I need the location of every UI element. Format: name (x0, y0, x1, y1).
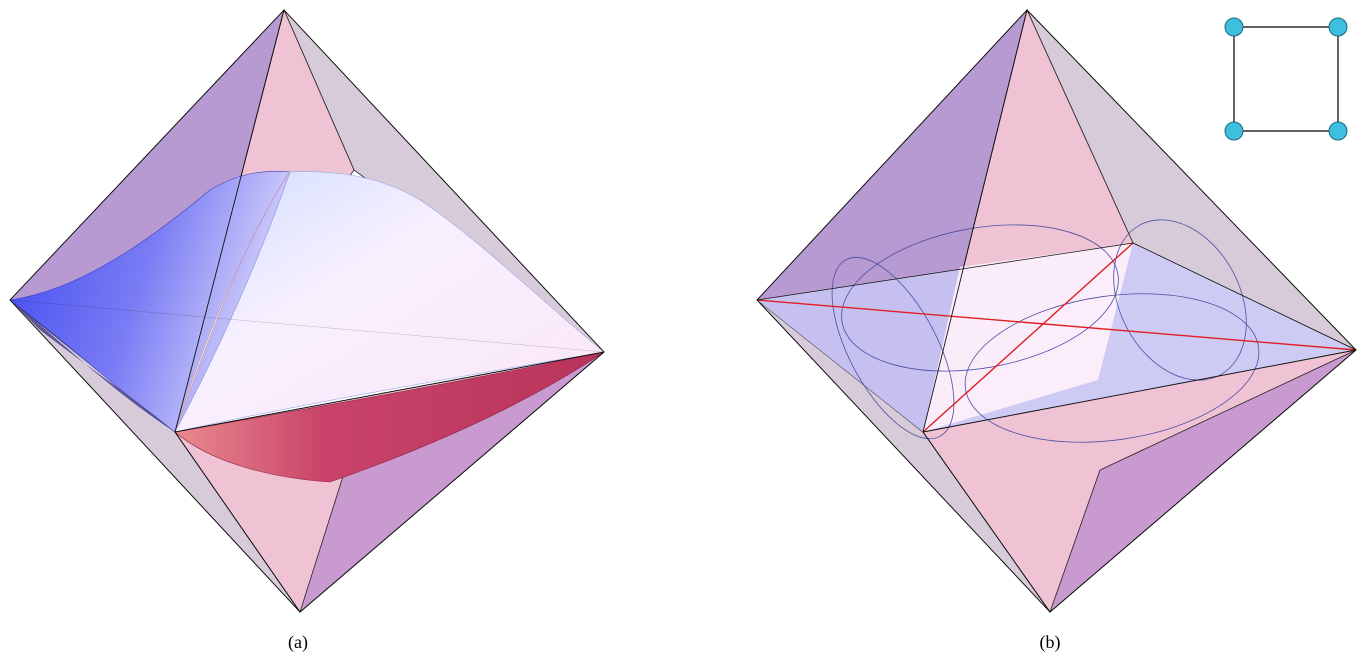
inset-node-bottom-right (1329, 122, 1347, 140)
caption-b: (b) (1020, 632, 1080, 653)
inset-node-bottom-left (1225, 122, 1243, 140)
inset-node-top-left (1225, 18, 1243, 36)
caption-a: (a) (268, 632, 328, 653)
panel-b (757, 10, 1356, 612)
inset-graph (1225, 18, 1347, 140)
inset-node-top-right (1329, 18, 1347, 36)
panel-a (10, 10, 604, 612)
